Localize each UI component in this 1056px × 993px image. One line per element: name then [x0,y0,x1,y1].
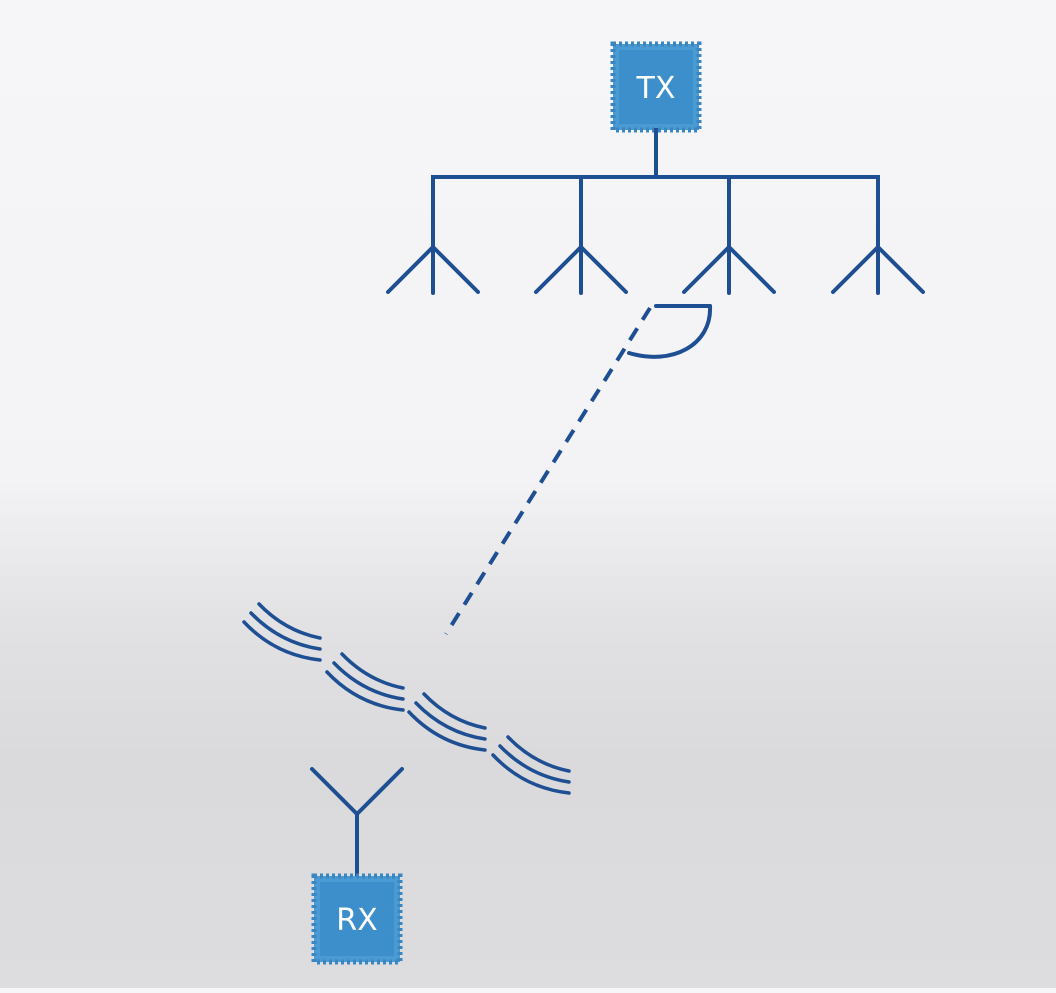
beam-lobe [627,304,713,359]
tx-chip: TX [610,41,702,133]
wavefront-group-3 [407,692,487,752]
tx-antenna-2 [534,175,628,295]
tx-antenna-4 [831,175,925,295]
tx-chip-pin-ring [610,41,702,133]
tx-antenna-1 [386,175,480,295]
rx-chip-pin-ring [311,873,403,965]
wavefront-group-4 [491,735,571,795]
beam-dashed-line [444,306,652,636]
tx-chip-body [619,50,693,124]
tx-label: TX [636,71,676,106]
tx-antenna-3 [682,175,776,295]
rx-chip: RX [311,873,403,965]
tx-feed-network [431,128,880,179]
rx-chip-body [320,882,394,956]
wavefront-group-1 [242,602,322,662]
rx-antenna [310,767,404,878]
rx-label: RX [336,903,377,938]
wavefront-group-2 [325,652,405,712]
